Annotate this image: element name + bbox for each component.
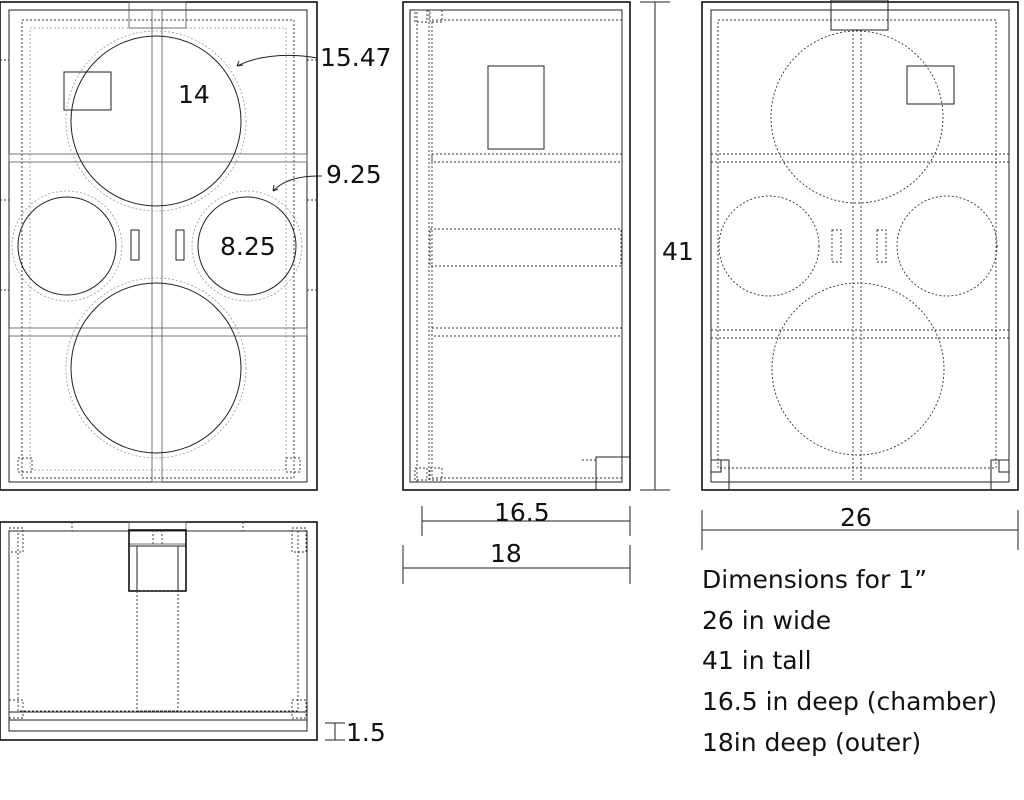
rear-view: 26 (701, 0, 1019, 550)
note-line: Dimensions for 1” (702, 565, 927, 594)
woofer-cutout-label: 15.47 (320, 43, 392, 72)
note-line: 41 in tall (702, 646, 812, 675)
width-label: 26 (840, 503, 872, 532)
mid-cutout-label: 9.25 (326, 160, 382, 189)
chamber-depth-label: 16.5 (494, 498, 550, 527)
dimension-notes: Dimensions for 1” 26 in wide 41 in tall … (702, 565, 997, 757)
woofer-diameter-label: 14 (178, 80, 210, 109)
outer-depth-label: 18 (490, 539, 522, 568)
top-view: 1.5 (0, 521, 386, 747)
note-line: 18in deep (outer) (702, 728, 921, 757)
panel-thickness-label: 1.5 (346, 718, 386, 747)
mid-diameter-label: 8.25 (220, 232, 276, 261)
mid-left (17, 196, 117, 296)
woofer-bottom (70, 282, 242, 454)
note-line: 16.5 in deep (chamber) (702, 687, 997, 716)
side-view: 41 16.5 18 (402, 1, 700, 584)
woofer-top (70, 35, 242, 207)
height-label: 41 (662, 237, 694, 266)
mid-right (197, 196, 297, 296)
note-line: 26 in wide (702, 606, 831, 635)
front-view: 14 15.47 9.25 8.25 (0, 1, 392, 491)
